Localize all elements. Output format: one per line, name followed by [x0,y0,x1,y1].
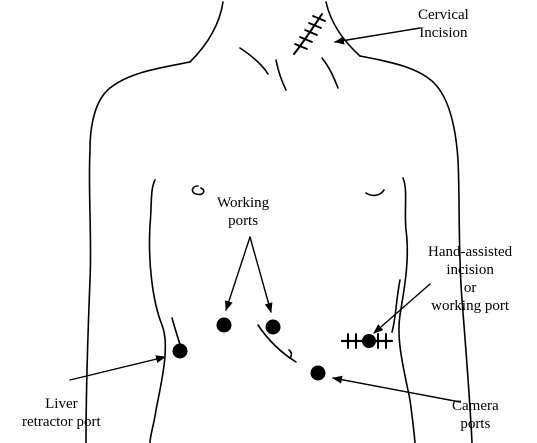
cervical-arrow [334,27,421,45]
lower-rib-curve [257,324,297,363]
camera-label-line-2: ports [460,416,491,432]
camera-port [310,365,326,381]
hand-label-line-4: working port [431,298,510,314]
working-port-left [216,317,232,333]
hand-assisted-label: Hand-assisted incision or working port [428,243,512,315]
hand-label-line-3: or [463,280,477,296]
left-neck-line [189,1,224,63]
cervical-label-line-1: Cervical [418,7,469,23]
hand-label-line-1: Hand-assisted [428,244,513,260]
working-ports-label: Working ports [217,194,269,230]
hand-label-line-2: incision [446,262,494,278]
liver-label-line-1: Liver [45,396,78,412]
left-torso-side [148,179,167,443]
cervical-stitch [299,36,313,43]
cervical-stitch [308,22,322,29]
camera-ports-label: Camera ports [452,397,499,433]
port-markers [172,317,376,381]
hand-assisted-port [362,334,376,348]
right-neck-line [325,1,361,57]
left-clavicle [239,47,269,75]
hand-assisted-arrow [373,283,431,334]
left-shoulder-arm [85,61,191,443]
navel [288,349,293,359]
body-outline [85,1,473,443]
liver-retractor-port [172,343,188,359]
liver-retractor-label: Liver retractor port [22,395,101,431]
working-arrow-right [249,236,273,313]
sternal-notch [275,59,287,91]
right-nipple [365,189,385,197]
left-nipple [191,185,205,196]
cervical-incision [293,13,326,55]
working-label-line-1: Working [217,195,270,211]
liver-arrow [69,355,166,381]
cervical-stitch [312,15,326,22]
leader-arrows [69,27,461,403]
right-clavicle [321,57,339,89]
working-port-right [265,319,281,335]
liver-label-line-2: retractor port [22,414,101,430]
cervical-stitch [294,43,308,50]
right-costal-margin [391,279,401,333]
working-arrow-left [225,236,251,311]
cervical-stitch [304,29,318,36]
camera-arrow [332,375,461,403]
cervical-incision-line [293,13,323,55]
cervical-label-line-2: Incision [419,25,468,41]
right-torso-side [398,177,416,443]
cervical-incision-label: Cervical Incision [418,6,469,42]
right-shoulder-arm [359,55,473,443]
camera-label-line-1: Camera [452,398,499,414]
working-label-line-2: ports [228,213,259,229]
